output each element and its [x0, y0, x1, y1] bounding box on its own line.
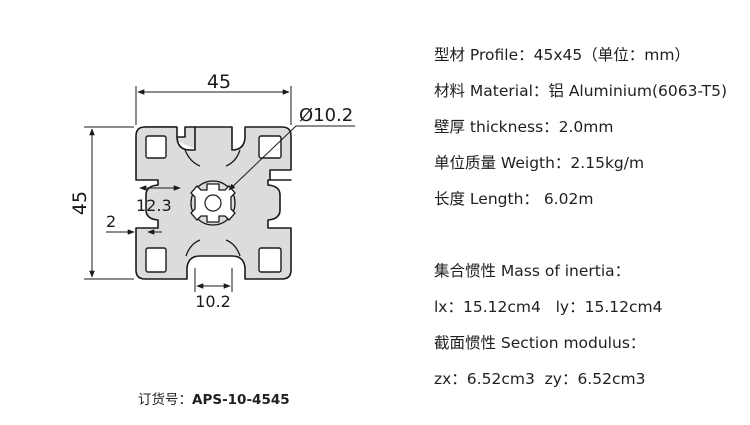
profile-drawing: 45 45 Ø10.2 12.3 2 10.2 [69, 71, 355, 311]
dim-slot-depth-label: 12.3 [136, 196, 172, 215]
spec-modulus-title: 截面惯性 Section modulus： [434, 334, 646, 352]
dim-width-label: 45 [207, 71, 231, 93]
spec-modulus-values: zx：6.52cm3 zy：6.52cm3 [434, 370, 646, 388]
corner-cavity-br [258, 247, 282, 273]
dim-height-label: 45 [69, 191, 91, 215]
slot-lip-bottom [185, 239, 241, 257]
spec-material: 材料 Material：铝 Aluminium(6063-T5) [434, 82, 728, 100]
order-label: 订货号： [138, 392, 192, 408]
spec-inertia-values: lx：15.12cm4 ly：15.12cm4 [434, 298, 663, 316]
corner-cavity-bl [145, 247, 167, 273]
dim-hole-label: Ø10.2 [299, 105, 353, 126]
spec-profile: 型材 Profile：45x45（单位：mm） [434, 46, 690, 64]
dim-wall-label: 2 [106, 212, 116, 231]
order-number: 订货号：APS-10-4545 [138, 388, 290, 408]
spec-inertia-title: 集合惯性 Mass of inertia： [434, 262, 631, 280]
dim-slot-width [194, 268, 233, 292]
spec-thickness: 壁厚 thickness：2.0mm [434, 118, 614, 136]
corner-cavity-tr [258, 135, 282, 159]
spec-length: 长度 Length： 6.02m [434, 190, 594, 208]
spec-weight: 单位质量 Weigth：2.15kg/m [434, 154, 645, 172]
order-code: APS-10-4545 [192, 392, 290, 408]
dim-width [135, 86, 292, 125]
center-hole [190, 180, 236, 226]
corner-cavity-tl [145, 135, 167, 159]
dim-slot-width-label: 10.2 [195, 292, 231, 311]
dim-height [84, 126, 134, 280]
dim-hole [228, 125, 355, 191]
slot-lip-top [184, 149, 241, 167]
